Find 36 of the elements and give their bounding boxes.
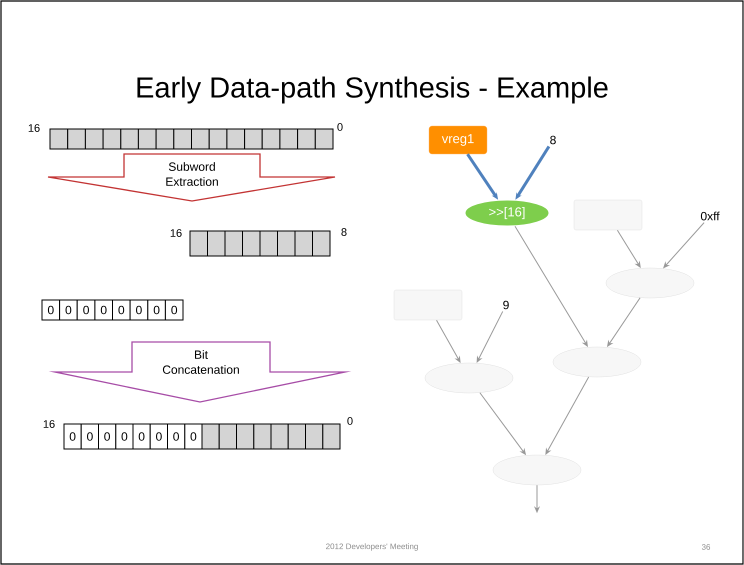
bit-value: 0 (100, 306, 107, 314)
bit-index: 16 (170, 229, 182, 237)
bit-index: 16 (28, 124, 40, 132)
bit-value: 0 (154, 306, 160, 314)
bit-index: 8 (341, 228, 347, 236)
constant-label: 0xff (700, 212, 720, 220)
constant-label: 8 (550, 136, 556, 144)
bit-value: 0 (104, 432, 110, 441)
bit-value: 0 (171, 306, 178, 314)
bit-index: 16 (44, 420, 55, 428)
faded-ellipse (424, 362, 514, 394)
bit-index: 0 (337, 123, 343, 131)
footer-text: 36 (702, 544, 710, 550)
bit-value: 0 (87, 432, 93, 441)
slide-title: Early Data-path Synthesis - Example (137, 76, 608, 104)
bit-value: 0 (138, 432, 144, 441)
faded-ellipse (552, 346, 642, 378)
variable-box: vreg1 (428, 126, 488, 154)
bit-value: 0 (156, 432, 162, 441)
faded-ellipse (492, 454, 582, 486)
arrow (663, 222, 705, 268)
bit-value: 0 (173, 432, 179, 441)
bit-value: 0 (190, 432, 196, 441)
faded-box (574, 200, 642, 230)
constant-label: 9 (503, 300, 509, 310)
bit-value: 0 (83, 306, 89, 314)
footer-text: 2012 Developers' Meeting (326, 543, 418, 551)
bit-value: 0 (70, 432, 76, 441)
faded-ellipse (606, 268, 694, 298)
bit-value: 0 (66, 306, 72, 314)
faded-box (394, 290, 462, 320)
bit-value: 0 (118, 306, 124, 314)
bit-value: 0 (136, 306, 142, 314)
bit-value: 0 (48, 306, 54, 314)
bit-value: 0 (122, 432, 128, 441)
bit-index: 0 (347, 417, 353, 425)
